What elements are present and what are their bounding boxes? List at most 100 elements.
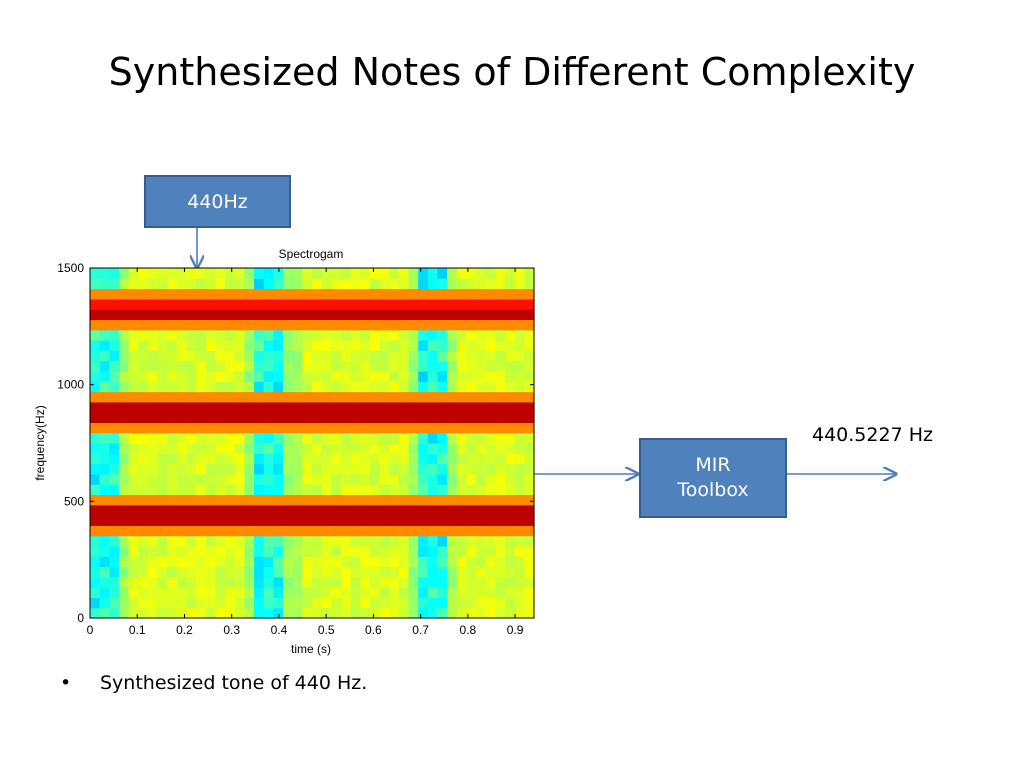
spectrogram-cell (340, 350, 352, 362)
spectrogram-cell (505, 309, 516, 321)
spectrogram-cell (157, 556, 168, 568)
spectrogram-cell (292, 381, 303, 393)
spectrogram-cell (447, 288, 458, 300)
spectrogram-cell (244, 463, 255, 475)
spectrogram-cell (176, 350, 188, 362)
spectrogram-cell (109, 504, 120, 516)
spectrogram-cell (340, 535, 352, 547)
spectrogram-cell (90, 484, 101, 496)
spectrogram-cell (176, 525, 188, 537)
spectrogram-cell (321, 515, 332, 526)
spectrogram-cell (321, 443, 332, 454)
spectrogram-cell (437, 576, 448, 588)
spectrogram-cell (273, 432, 284, 444)
spectrogram-cell (514, 545, 525, 557)
spectrogram-cell (234, 453, 246, 465)
spectrogram-cell (379, 535, 390, 547)
spectrogram-cell (147, 545, 159, 557)
spectrogram-cell (196, 298, 207, 310)
spectrogram-cell (514, 576, 525, 588)
spectrogram-cell (312, 463, 323, 475)
spectrogram-cell (263, 319, 274, 331)
spectrogram-cell (157, 288, 168, 300)
spectrogram-cell (196, 525, 207, 537)
spectrogram-cell (476, 340, 487, 351)
spectrogram-cell (369, 350, 381, 362)
spectrogram-cell (466, 298, 477, 310)
spectrogram-cell (254, 309, 265, 321)
spectrogram-cell (340, 556, 352, 568)
spectrogram-cell (360, 597, 371, 609)
spectrogram-cell (234, 298, 246, 310)
spectrogram-cell (418, 443, 429, 454)
spectrogram-cell (398, 298, 410, 310)
spectrogram-cell (215, 576, 226, 588)
spectrogram-cell (466, 535, 477, 547)
spectrogram-cell (466, 453, 477, 465)
spectrogram-cell (90, 370, 101, 382)
spectrogram-cell (312, 494, 323, 506)
spectrogram-cell (350, 412, 361, 424)
spectrogram-cell (456, 473, 468, 485)
spectrogram-cell (99, 278, 110, 290)
spectrogram-cell (312, 535, 323, 547)
spectrogram-cell (312, 556, 323, 568)
spectrogram-cell (196, 463, 207, 475)
spectrogram-cell (505, 515, 516, 526)
spectrogram-cell (514, 298, 525, 310)
spectrogram-cell (273, 463, 284, 475)
spectrogram-cell (109, 360, 120, 372)
spectrogram-cell (408, 484, 419, 496)
spectrogram-cell (360, 309, 371, 321)
spectrogram-cell (418, 432, 429, 444)
spectrogram-cell (138, 494, 149, 506)
spectrogram-cell (283, 340, 294, 351)
spectrogram-cell (254, 370, 265, 382)
spectrogram-cell (360, 535, 371, 547)
spectrogram-cell (244, 607, 255, 619)
spectrogram-cell (331, 545, 342, 557)
spectrogram-cell (331, 515, 342, 526)
spectrogram-cell (302, 422, 313, 434)
spectrogram-cell (263, 412, 274, 424)
spectrogram-cell (514, 401, 525, 413)
spectrogram-cell (292, 453, 303, 465)
spectrogram-cell (350, 432, 361, 444)
spectrogram-cell (254, 298, 265, 310)
x-tick-label: 0.3 (223, 623, 240, 637)
spectrogram-cell (476, 484, 487, 496)
spectrogram-cell (109, 370, 120, 382)
spectrogram-cell (340, 545, 352, 557)
spectrogram-cell (128, 319, 139, 331)
spectrogram-cell (340, 432, 352, 444)
spectrogram-cell (283, 463, 294, 475)
spectrogram-cell (244, 484, 255, 496)
spectrogram-cell (118, 329, 130, 341)
spectrogram-cell (447, 587, 458, 599)
spectrogram-cell (485, 515, 496, 526)
spectrogram-cell (524, 463, 535, 475)
spectrogram-cell (331, 298, 342, 310)
spectrogram-cell (302, 504, 313, 516)
spectrogram-cell (99, 309, 110, 321)
spectrogram-cell (128, 597, 139, 609)
spectrogram-cell (167, 597, 178, 609)
spectrogram-cell (215, 401, 226, 413)
spectrogram-cell (292, 545, 303, 557)
spectrogram-cell (321, 401, 332, 413)
spectrogram-cell (524, 432, 535, 444)
spectrogram-cell (167, 453, 178, 465)
spectrogram-cell (331, 329, 342, 341)
spectrogram-cell (292, 535, 303, 547)
spectrogram-cell (292, 432, 303, 444)
spectrogram-cell (234, 381, 246, 393)
spectrogram-cell (350, 607, 361, 619)
spectrogram-cell (283, 360, 294, 372)
spectrogram-cell (273, 391, 284, 403)
spectrogram-cell (389, 515, 400, 526)
spectrogram-cell (128, 432, 139, 444)
spectrogram-cell (234, 587, 246, 599)
spectrogram-cell (167, 381, 178, 393)
spectrogram-cell (176, 319, 188, 331)
spectrogram-cell (283, 319, 294, 331)
